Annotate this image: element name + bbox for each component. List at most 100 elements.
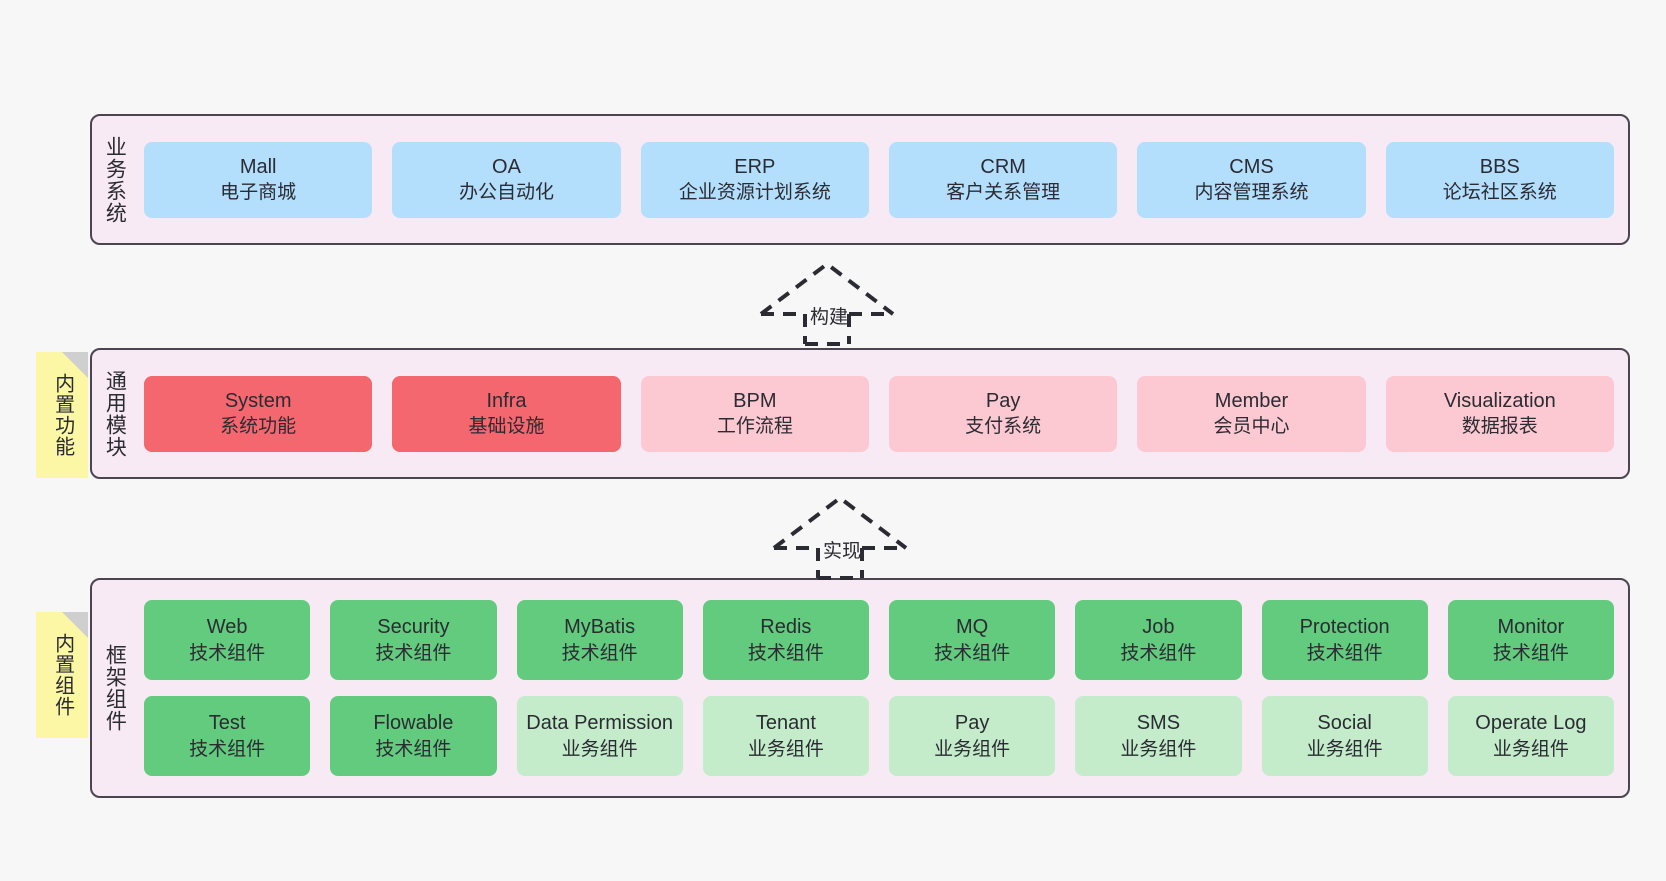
card-operate-log[interactable]: Operate Log 业务组件 [1447,696,1614,776]
card-subtitle: 工作流程 [716,416,793,438]
card-redis[interactable]: Redis 技术组件 [702,600,869,680]
card-title: Social [1317,712,1372,735]
layer-body-common-module: System 系统功能 Infra 基础设施 BPM 工作流程 Pay 支付系统… [136,350,1628,477]
card-subtitle: 基础设施 [468,416,545,438]
card-title: BBS [1479,155,1520,178]
card-title: CMS [1229,155,1274,178]
card-subtitle: 业务组件 [561,738,638,760]
card-subtitle: 客户关系管理 [946,182,1061,204]
sticky-note-label: 内置组件 [51,633,74,717]
card-subtitle: 业务组件 [1120,738,1197,760]
card-bpm[interactable]: BPM 工作流程 [640,375,869,452]
card-title: Flowable [373,712,454,735]
card-erp[interactable]: ERP 企业资源计划系统 [640,141,869,218]
fold-corner-icon [62,352,88,378]
card-row: System 系统功能 Infra 基础设施 BPM 工作流程 Pay 支付系统… [144,375,1614,452]
card-title: Infra [486,389,527,412]
connector-implement: 实现 [768,492,918,580]
card-title: MQ [956,616,989,639]
card-title: Redis [760,616,812,639]
sticky-note-builtin-component: 内置组件 [36,612,88,738]
card-infra[interactable]: Infra 基础设施 [392,375,621,452]
card-subtitle: 技术组件 [934,642,1011,664]
card-social[interactable]: Social 业务组件 [1261,696,1428,776]
card-title: SMS [1136,712,1181,735]
card-row: Web 技术组件 Security 技术组件 MyBatis 技术组件 Redi… [144,600,1614,680]
card-title: OA [492,155,521,178]
card-subtitle: 技术组件 [1120,642,1197,664]
card-title: Pay [985,389,1021,412]
card-subtitle: 企业资源计划系统 [678,182,831,204]
card-oa[interactable]: OA 办公自动化 [392,141,621,218]
card-sms[interactable]: SMS 业务组件 [1075,696,1242,776]
card-protection[interactable]: Protection 技术组件 [1261,600,1428,680]
card-subtitle: 技术组件 [189,642,266,664]
fold-corner-icon [62,612,88,638]
layer-title-common-module: 通用模块 [103,369,127,458]
card-subtitle: 技术组件 [1306,642,1383,664]
connector-build: 构建 [755,258,905,346]
card-subtitle: 技术组件 [561,642,638,664]
card-subtitle: 支付系统 [965,416,1042,438]
card-title: ERP [734,155,776,178]
card-data-permission[interactable]: Data Permission 业务组件 [516,696,683,776]
card-subtitle: 办公自动化 [458,182,554,204]
card-system[interactable]: System 系统功能 [144,375,373,452]
card-tenant[interactable]: Tenant 业务组件 [702,696,869,776]
card-subtitle: 技术组件 [375,642,452,664]
card-subtitle: 技术组件 [747,642,824,664]
card-bbs[interactable]: BBS 论坛社区系统 [1385,141,1614,218]
card-title: Tenant [755,712,816,735]
card-title: MyBatis [564,616,636,639]
layer-framework-component: 框架组件 Web 技术组件 Security 技术组件 MyBatis 技术组件… [90,578,1630,798]
card-subtitle: 电子商城 [220,182,297,204]
card-mall[interactable]: Mall 电子商城 [144,141,373,218]
card-title: Web [206,616,248,639]
connector-build-label: 构建 [810,307,849,328]
layer-common-module: 通用模块 System 系统功能 Infra 基础设施 BPM 工作流程 Pay… [90,348,1630,479]
layer-body-business-system: Mall 电子商城 OA 办公自动化 ERP 企业资源计划系统 CRM 客户关系… [136,116,1628,243]
card-title: Test [208,712,246,735]
card-subtitle: 数据报表 [1461,416,1538,438]
card-web[interactable]: Web 技术组件 [144,600,311,680]
card-pay[interactable]: Pay 支付系统 [888,375,1118,452]
card-security[interactable]: Security 技术组件 [330,600,497,680]
card-title: Job [1142,616,1175,639]
card-title: System [224,389,292,412]
card-title: Pay [954,712,990,735]
layer-business-system: 业务系统 Mall 电子商城 OA 办公自动化 ERP 企业资源计划系统 CRM… [90,114,1630,245]
sticky-note-builtin-function: 内置功能 [36,352,88,478]
build-arrow-icon [759,261,895,346]
card-row: Mall 电子商城 OA 办公自动化 ERP 企业资源计划系统 CRM 客户关系… [144,141,1614,218]
card-row: Test 技术组件 Flowable 技术组件 Data Permission … [144,696,1614,776]
card-member[interactable]: Member 会员中心 [1137,375,1366,452]
card-title: Monitor [1497,616,1565,639]
card-pay-business[interactable]: Pay 业务组件 [889,696,1056,776]
card-subtitle: 论坛社区系统 [1442,182,1557,204]
sticky-note-label: 内置功能 [51,373,74,457]
card-title: Protection [1299,616,1390,639]
card-cms[interactable]: CMS 内容管理系统 [1137,141,1366,218]
card-title: CRM [980,155,1026,178]
card-subtitle: 业务组件 [1492,738,1569,760]
card-title: Visualization [1443,389,1556,412]
card-subtitle: 业务组件 [1306,738,1383,760]
card-title: Mall [239,155,277,178]
card-test[interactable]: Test 技术组件 [144,696,311,776]
card-subtitle: 系统功能 [220,416,297,438]
card-title: Security [377,616,450,639]
card-subtitle: 技术组件 [189,738,266,760]
card-visualization[interactable]: Visualization 数据报表 [1385,375,1614,452]
card-subtitle: 业务组件 [934,738,1011,760]
layer-body-framework-component: Web 技术组件 Security 技术组件 MyBatis 技术组件 Redi… [136,580,1628,796]
connector-implement-label: 实现 [823,541,862,562]
card-job[interactable]: Job 技术组件 [1075,600,1242,680]
card-mybatis[interactable]: MyBatis 技术组件 [516,600,683,680]
card-mq[interactable]: MQ 技术组件 [889,600,1056,680]
card-title: Data Permission [526,712,673,735]
card-flowable[interactable]: Flowable 技术组件 [330,696,497,776]
card-monitor[interactable]: Monitor 技术组件 [1447,600,1614,680]
card-crm[interactable]: CRM 客户关系管理 [888,141,1118,218]
layer-title-business-system: 业务系统 [103,135,127,224]
